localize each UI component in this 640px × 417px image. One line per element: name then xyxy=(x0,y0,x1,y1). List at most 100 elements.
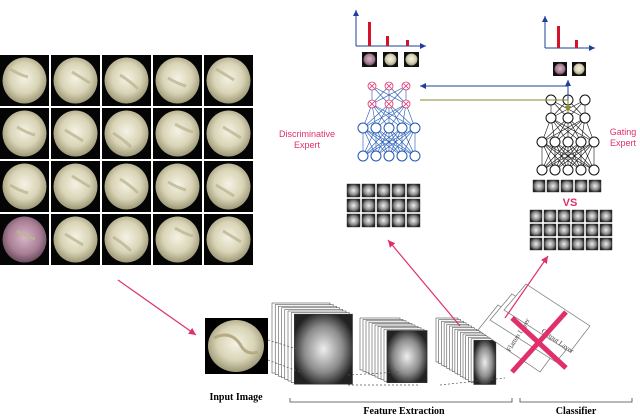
network-edge xyxy=(567,117,595,143)
filter-cell xyxy=(599,237,613,251)
network-edge xyxy=(541,141,569,171)
network-edge xyxy=(567,141,595,171)
feature-extraction-label: Feature Extraction xyxy=(363,406,445,417)
network-edge xyxy=(554,141,595,171)
features-to-discriminative-arrow xyxy=(387,239,461,327)
chart-bar xyxy=(386,36,389,46)
filter-cell xyxy=(557,223,571,237)
multiply-symbol xyxy=(369,83,375,89)
network-node xyxy=(396,150,408,162)
endoscopy-thumbnail xyxy=(153,108,202,159)
filter-cell xyxy=(585,237,599,251)
filter-cell xyxy=(588,179,602,193)
endoscopy-thumbnail xyxy=(204,108,253,159)
network-node xyxy=(396,122,408,134)
gating-paths xyxy=(420,80,571,112)
input-image xyxy=(205,318,268,374)
gating-filter-grid-top xyxy=(532,179,602,193)
network-edge xyxy=(371,103,416,129)
discriminative-expert-network xyxy=(357,81,421,162)
network-node xyxy=(575,164,587,176)
classifier-label: Classifier xyxy=(556,406,597,417)
network-node xyxy=(409,150,421,162)
network-edge xyxy=(371,103,403,129)
filter-cell xyxy=(546,179,560,193)
chart-bar xyxy=(575,40,578,48)
filter-cell xyxy=(376,198,391,213)
filter-cell xyxy=(361,183,376,198)
network-node xyxy=(562,136,574,148)
endoscopy-thumbnail xyxy=(51,214,100,265)
endoscopy-thumbnail xyxy=(51,161,100,212)
network-edge xyxy=(375,127,416,157)
chart-bar xyxy=(368,22,371,46)
discriminative-label-line2: Expert xyxy=(294,140,321,150)
filter-cell xyxy=(529,237,543,251)
filter-cell xyxy=(571,209,585,223)
multiply-symbol xyxy=(403,101,409,107)
endoscopy-thumbnail xyxy=(102,161,151,212)
network-node xyxy=(409,122,421,134)
filter-cell xyxy=(574,179,588,193)
filter-cell xyxy=(529,209,543,223)
endoscopy-thumbnail xyxy=(153,214,202,265)
network-node xyxy=(562,164,574,176)
feature-map-stack-2 xyxy=(359,317,428,383)
filter-cell xyxy=(391,183,406,198)
network-node xyxy=(579,94,591,106)
endoscopy-thumbnail xyxy=(153,161,202,212)
feature-map-stack-3 xyxy=(435,317,497,385)
network-edge xyxy=(541,141,595,171)
filter-cell xyxy=(529,223,543,237)
discriminative-output-chart xyxy=(353,10,426,49)
network-edge xyxy=(554,117,586,143)
gating-output-chart xyxy=(542,16,595,51)
filter-cell xyxy=(543,223,557,237)
input-image-label: Input Image xyxy=(209,392,263,403)
endoscopy-thumbnail xyxy=(0,108,49,159)
network-node xyxy=(383,150,395,162)
filter-cell xyxy=(406,198,421,213)
filter-cell xyxy=(543,209,557,223)
network-edge xyxy=(541,141,582,171)
gating-label-line2: Expert xyxy=(610,138,637,148)
multiply-symbol xyxy=(403,83,409,89)
filter-cell xyxy=(361,198,376,213)
network-node xyxy=(357,150,369,162)
removed-classifier-cross-b xyxy=(510,310,568,374)
endoscopy-thumbnail xyxy=(204,214,253,265)
filter-cell xyxy=(571,237,585,251)
filter-cell xyxy=(585,209,599,223)
network-edge xyxy=(388,103,416,129)
endoscopy-thumbnail xyxy=(0,55,49,106)
endoscopy-thumbnail xyxy=(51,55,100,106)
endoscopy-thumbnail xyxy=(204,161,253,212)
network-edge xyxy=(541,117,586,143)
endoscopy-thumbnail xyxy=(204,55,253,106)
filter-cell xyxy=(376,213,391,228)
network-node xyxy=(383,122,395,134)
filter-cell xyxy=(585,223,599,237)
filter-cell xyxy=(346,198,361,213)
network-edge xyxy=(362,127,416,157)
filter-cell xyxy=(346,183,361,198)
filter-cell xyxy=(391,213,406,228)
features-to-gating-arrow xyxy=(504,255,549,319)
network-edge xyxy=(362,103,407,129)
grid-to-input-arrow xyxy=(117,279,197,336)
endoscopy-thumbnail xyxy=(0,214,49,265)
network-edge xyxy=(550,117,582,143)
filter-cell xyxy=(346,213,361,228)
network-edge xyxy=(362,127,403,157)
filter-cell xyxy=(376,183,391,198)
filter-cell xyxy=(543,237,557,251)
filter-cell xyxy=(361,213,376,228)
chart-bar xyxy=(406,40,409,46)
network-edge xyxy=(362,103,390,129)
endoscopy-thumbnail xyxy=(102,214,151,265)
classifier-layers: Flatten Layer Output Layer xyxy=(477,283,591,374)
feature-map-front xyxy=(294,313,353,385)
gating-expert-network xyxy=(536,94,600,176)
filter-cell xyxy=(406,213,421,228)
network-node xyxy=(545,112,557,124)
